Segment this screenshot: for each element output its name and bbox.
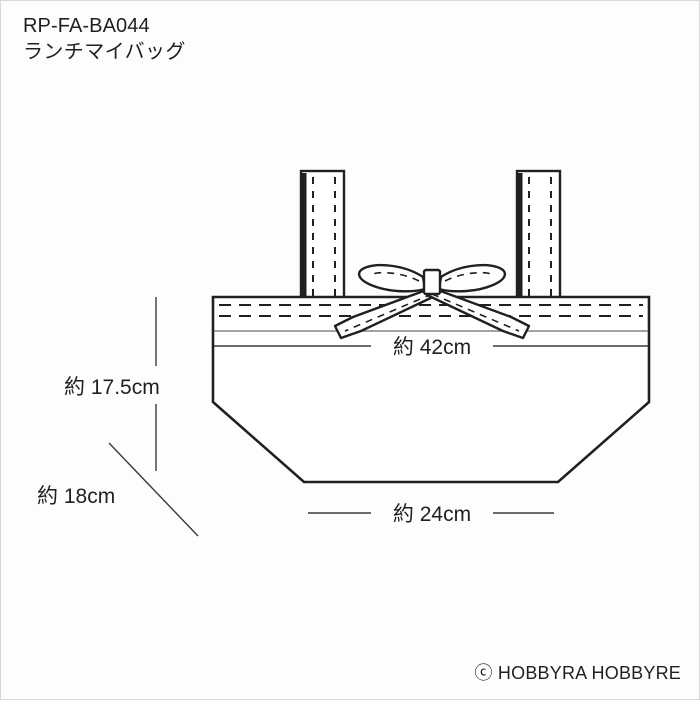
dimension-width-top: 約 42cm <box>214 336 648 359</box>
right-handle <box>515 169 562 305</box>
bag-body <box>211 295 651 484</box>
title-block: RP-FA-BA044 ランチマイバッグ <box>23 13 186 66</box>
product-name: ランチマイバッグ <box>23 41 186 64</box>
dimension-label-height-side: 約 17.5cm <box>64 376 160 399</box>
copyright-notice: ⓒ HOBBYRA HOBBYRE <box>474 663 681 683</box>
left-handle <box>299 169 346 305</box>
dimension-label-width-bottom: 約 24cm <box>393 503 471 526</box>
dimension-height-side: 約 17.5cm <box>64 297 160 471</box>
dimension-depth-diagonal: 約 18cm <box>37 442 199 537</box>
ribbon-bow <box>333 263 531 340</box>
dimension-label-depth-diagonal: 約 18cm <box>37 485 115 508</box>
top-hem-stitching <box>219 304 643 317</box>
dimension-label-width-top: 約 42cm <box>393 336 471 359</box>
product-code: RP-FA-BA044 <box>23 15 150 37</box>
dimension-width-bottom: 約 24cm <box>308 503 554 526</box>
